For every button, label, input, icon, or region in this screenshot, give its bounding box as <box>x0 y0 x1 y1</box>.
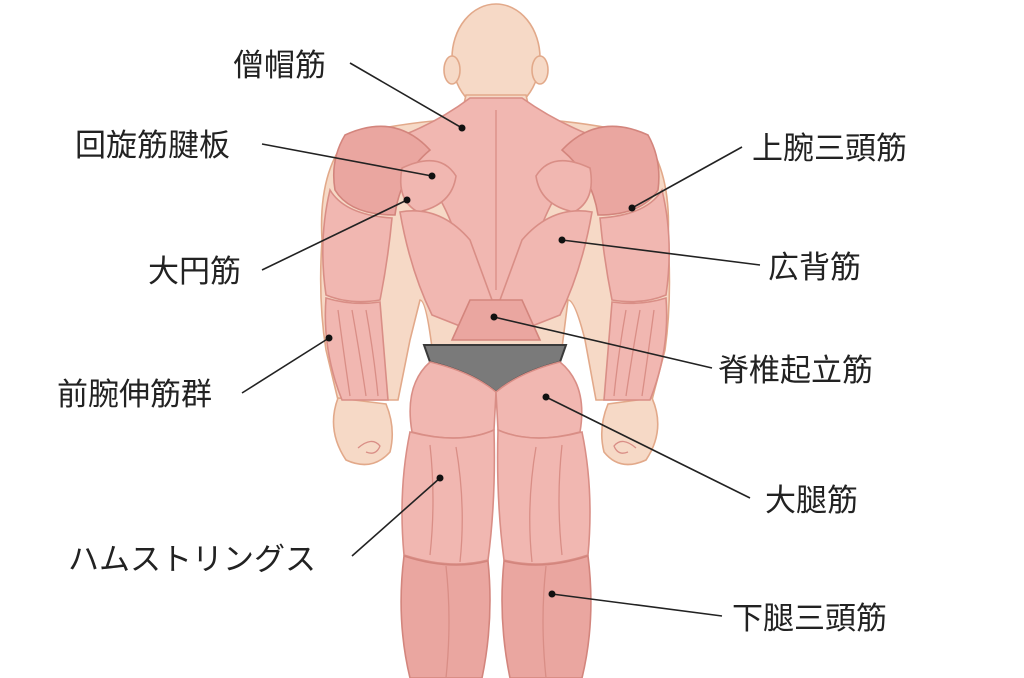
label-rotator-cuff: 回旋筋腱板 <box>75 128 230 164</box>
left-calf <box>400 554 491 678</box>
right-thigh <box>496 428 591 565</box>
left-thigh <box>401 428 496 565</box>
right-fist <box>600 397 659 466</box>
left-upper-arm <box>322 187 393 303</box>
label-latissimus: 広背筋 <box>768 250 861 286</box>
leader-lines <box>241 62 761 617</box>
label-teres-major: 大円筋 <box>148 254 241 290</box>
lower-back <box>450 299 542 341</box>
label-hamstrings: ハムストリングス <box>68 542 316 578</box>
label-gluteus-maximus: 大腿筋 <box>765 483 858 519</box>
right-calf <box>501 554 592 678</box>
label-trapezius: 僧帽筋 <box>233 48 326 84</box>
labels: 僧帽筋 回旋筋腱板 大円筋 前腕伸筋群 ハムストリングス 上腕三頭筋 広背筋 脊… <box>57 48 907 637</box>
right-upper-arm <box>599 187 670 303</box>
label-triceps-surae: 下腿三頭筋 <box>732 601 887 637</box>
label-dots <box>325 124 636 598</box>
right-rotator-cuff <box>535 159 593 213</box>
label-erector-spinae: 脊椎起立筋 <box>718 353 873 389</box>
label-forearm-extensors: 前腕伸筋群 <box>57 377 212 413</box>
left-forearm <box>324 296 389 401</box>
right-deltoid <box>560 125 660 216</box>
right-forearm <box>603 296 668 401</box>
left-fist <box>332 397 394 466</box>
body-illustration <box>319 3 671 678</box>
label-triceps: 上腕三頭筋 <box>752 131 907 167</box>
left-deltoid <box>332 125 432 216</box>
